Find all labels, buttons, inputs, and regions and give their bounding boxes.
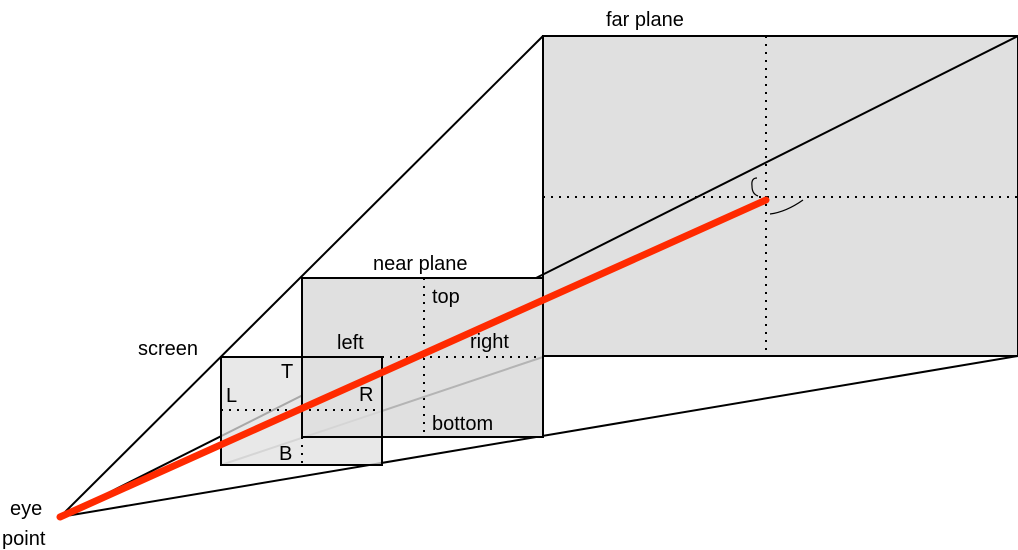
screen-top-label: T (281, 361, 293, 383)
target-brace-right (769, 199, 804, 215)
near-plane-label: near plane (373, 253, 468, 275)
frustum-edge-top-right (59, 35, 1018, 518)
top-label: top (432, 286, 460, 308)
target-brace-left (751, 177, 759, 197)
screen-bottom-label: B (279, 443, 292, 465)
view-ray (56, 196, 770, 521)
far-plane-rect (542, 35, 1018, 357)
bottom-label: bottom (432, 413, 493, 435)
right-label: right (470, 331, 509, 353)
frustum-edge-top-left (59, 35, 544, 518)
left-label: left (337, 332, 364, 354)
near-plane-outline (301, 277, 544, 438)
screen-right-label: R (359, 384, 373, 406)
eye-label-line1: eye (10, 498, 42, 520)
screen-left-label: L (226, 385, 237, 407)
screen-label: screen (138, 338, 198, 360)
far-plane-label: far plane (606, 9, 684, 31)
eye-label-line2: point (2, 528, 46, 550)
